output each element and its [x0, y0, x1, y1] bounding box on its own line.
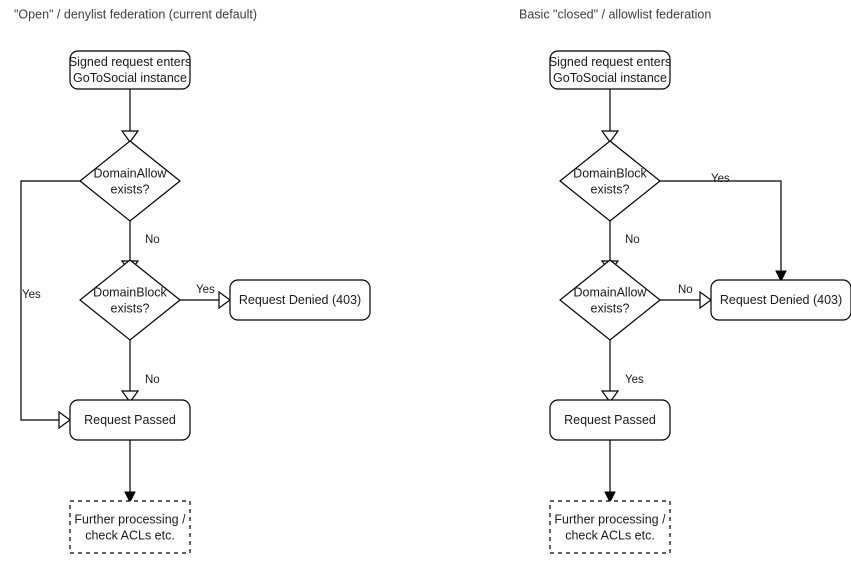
decision-label-line2: exists? — [591, 301, 630, 315]
edge-domainallow-yes-to-passed: Yes — [20, 180, 80, 430]
edge-entry-to-domainblock — [600, 89, 620, 144]
further-processing-label-line1: Further processing / — [74, 512, 186, 526]
further-processing-label-line2: check ACLs etc. — [565, 528, 655, 542]
decision-diamond-shape — [79, 259, 181, 341]
arrowhead-open — [120, 130, 140, 144]
column-denylist: "Open" / denylist federation (current de… — [14, 7, 371, 554]
decision-label-line2: exists? — [111, 182, 150, 196]
column-allowlist: Basic "closed" / allowlist federation Si… — [519, 7, 851, 554]
edge-domainallow-yes-to-passed: Yes — [600, 340, 644, 404]
node-request-passed-allowlist[interactable]: Request Passed — [549, 399, 671, 441]
node-further-processing-allowlist[interactable]: Further processing / check ACLs etc. — [549, 500, 671, 554]
further-processing-label-line1: Further processing / — [554, 512, 666, 526]
arrowhead-filled — [124, 491, 136, 504]
edge-label-yes: Yes — [711, 173, 730, 185]
arrowhead-open — [120, 390, 140, 404]
arrowhead-open — [600, 390, 620, 404]
node-decision-domainblock-allowlist[interactable]: DomainBlock exists? — [559, 140, 661, 222]
request-denied-shape — [710, 279, 851, 321]
decision-diamond-shape — [559, 140, 661, 222]
node-request-denied-denylist[interactable]: Request Denied (403) — [229, 279, 371, 321]
request-denied-shape — [229, 279, 371, 321]
entry-node-label-line2: GoToSocial instance — [553, 71, 667, 85]
further-processing-shape — [69, 500, 191, 554]
node-decision-domainallow-allowlist[interactable]: DomainAllow exists? — [559, 259, 661, 341]
column-title-allowlist: Basic "closed" / allowlist federation — [519, 7, 711, 21]
arrowhead-open — [600, 130, 620, 144]
arrowhead-open — [218, 290, 232, 310]
entry-node-label-line2: GoToSocial instance — [73, 71, 187, 85]
edge-passed-to-further-denylist — [124, 440, 136, 504]
edge-entry-to-domainallow — [120, 89, 140, 144]
entry-node-label-line1: Signed request enters — [549, 55, 671, 69]
edge-domainblock-yes-to-denied: Yes — [660, 173, 787, 283]
decision-label-line2: exists? — [111, 301, 150, 315]
node-decision-domainblock-denylist[interactable]: DomainBlock exists? — [79, 259, 181, 341]
request-passed-label: Request Passed — [84, 413, 176, 427]
decision-diamond-shape — [559, 259, 661, 341]
node-decision-domainallow-denylist[interactable]: DomainAllow exists? — [79, 140, 181, 222]
node-request-passed-denylist[interactable]: Request Passed — [69, 399, 191, 441]
edge-label-yes: Yes — [22, 289, 41, 301]
arrowhead-open — [58, 410, 72, 430]
edge-label-yes: Yes — [196, 284, 215, 296]
decision-label-line1: DomainBlock — [573, 166, 647, 180]
further-processing-label-line2: check ACLs etc. — [85, 528, 175, 542]
node-further-processing-denylist[interactable]: Further processing / check ACLs etc. — [69, 500, 191, 554]
edge-label-no: No — [625, 234, 640, 246]
decision-label-line1: DomainAllow — [574, 285, 648, 299]
edge-label-no: No — [678, 284, 693, 296]
edge-passed-to-further-allowlist — [604, 440, 616, 504]
decision-label-line1: DomainAllow — [94, 166, 168, 180]
decision-label-line1: DomainBlock — [93, 285, 167, 299]
request-denied-label: Request Denied (403) — [720, 293, 842, 307]
node-entry-allowlist[interactable]: Signed request enters GoToSocial instanc… — [549, 50, 671, 90]
edge-domainblock-no-to-passed: No — [120, 340, 160, 404]
arrowhead-filled — [775, 270, 787, 283]
arrowhead-filled — [604, 491, 616, 504]
entry-node-label-line1: Signed request enters — [69, 55, 191, 69]
edge-label-no: No — [145, 374, 160, 386]
node-request-denied-allowlist[interactable]: Request Denied (403) — [710, 279, 851, 321]
arrowhead-open — [699, 290, 713, 310]
request-denied-label: Request Denied (403) — [239, 293, 361, 307]
edge-label-yes: Yes — [625, 374, 644, 386]
decision-label-line2: exists? — [591, 182, 630, 196]
edge-label-no: No — [145, 234, 160, 246]
request-passed-label: Request Passed — [564, 413, 656, 427]
edge-domainallow-no-to-denied: No — [660, 284, 713, 310]
edge-domainblock-yes-to-denied: Yes — [180, 284, 232, 310]
node-entry-denylist[interactable]: Signed request enters GoToSocial instanc… — [69, 50, 191, 90]
decision-diamond-shape — [79, 140, 181, 222]
further-processing-shape — [549, 500, 671, 554]
column-title-denylist: "Open" / denylist federation (current de… — [14, 7, 257, 21]
